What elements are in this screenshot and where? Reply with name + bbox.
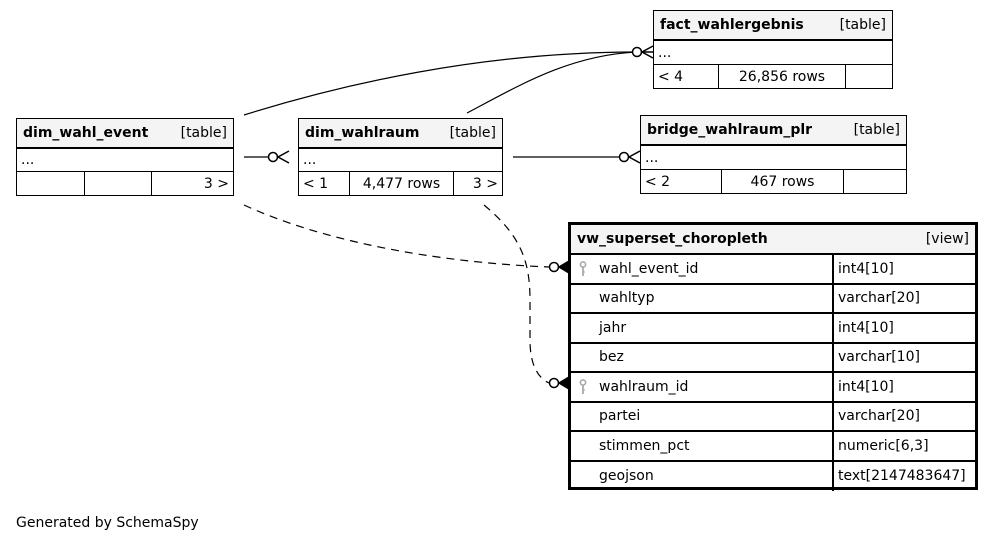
key-icon [579,260,599,277]
crowfoot-dim-wahlraum [267,150,290,164]
edge-dim-wahl-event-to-fact [243,51,638,116]
table-name: fact_wahlergebnis [660,17,804,33]
child-count: 3 > [203,175,229,192]
column-type: int4[10] [838,260,894,277]
parent-count: < 1 [299,172,350,195]
row-count [85,172,152,195]
column-name-cell: wahltyp [571,284,834,312]
parent-count: < 4 [654,65,719,88]
table-header: bridge_wahlraum_plr [table] [641,116,906,146]
table-footer: < 4 26,856 rows [654,65,892,88]
table-fact-wahlergebnis[interactable]: fact_wahlergebnis [table] ... < 4 26,856… [653,10,893,89]
column-name: wahlraum_id [599,378,689,395]
column-type: varchar[20] [838,290,920,307]
crowfoot-view-wahlraum-id [548,376,570,390]
column-type: varchar[10] [838,349,920,366]
collapsed-columns: ... [17,149,233,172]
child-count: 3 > [472,175,498,192]
view-column-row[interactable]: stimmen_pct numeric[6,3] [571,432,975,462]
column-name: bez [599,349,624,366]
view-header: vw_superset_choropleth [view] [571,225,975,255]
table-header: fact_wahlergebnis [table] [654,11,892,41]
table-name: dim_wahl_event [23,125,149,141]
key-icon [579,378,599,395]
table-name: dim_wahlraum [305,125,420,141]
column-name-cell: bez [571,343,834,371]
column-name-cell: partei [571,402,834,430]
table-dim-wahlraum[interactable]: dim_wahlraum [table] ... < 1 4,477 rows … [298,118,503,196]
table-header: dim_wahlraum [table] [299,119,502,149]
edge-dim-wahl-event-to-view [243,204,550,268]
edge-dim-wahlraum-to-fact [466,51,638,114]
row-count: 26,856 rows [719,65,846,88]
column-name: wahl_event_id [599,260,699,277]
parent-count [17,172,85,195]
view-column-row[interactable]: wahl_event_id int4[10] [571,255,975,285]
table-dim-wahl-event[interactable]: dim_wahl_event [table] ... 3 > [16,118,234,196]
table-name: bridge_wahlraum_plr [647,122,813,138]
column-name-cell: geojson [571,461,834,491]
column-name: geojson [599,468,654,485]
column-name: wahltyp [599,290,655,307]
table-bridge-wahlraum-plr[interactable]: bridge_wahlraum_plr [table] ... < 2 467 … [640,115,907,194]
column-name: partei [599,408,641,425]
column-name-cell: wahlraum_id [571,373,834,401]
view-name: vw_superset_choropleth [577,231,768,247]
crowfoot-fact [631,45,654,59]
view-column-row[interactable]: geojson text[2147483647] [571,461,975,491]
view-vw-superset-choropleth[interactable]: vw_superset_choropleth [view] wahl_event… [568,222,978,491]
column-type: numeric[6,3] [838,437,929,454]
column-type: varchar[20] [838,408,920,425]
view-column-row[interactable]: wahlraum_id int4[10] [571,373,975,403]
parent-count: < 2 [641,170,722,193]
column-name-cell: stimmen_pct [571,432,834,460]
view-kind: [view] [925,231,969,247]
child-count [844,170,906,193]
table-footer: 3 > [17,172,233,195]
generated-by-footer: Generated by SchemaSpy [16,515,199,531]
column-name: jahr [599,319,627,336]
view-columns: wahl_event_id int4[10] wahltyp varchar[20] j… [571,255,975,491]
collapsed-columns: ... [654,41,892,65]
table-kind: [table] [839,17,886,33]
table-footer: < 2 467 rows [641,170,906,193]
column-name: stimmen_pct [599,437,690,454]
view-column-row[interactable]: jahr int4[10] [571,314,975,344]
table-kind: [table] [180,125,227,141]
row-count: 467 rows [722,170,844,193]
column-type: int4[10] [838,319,894,336]
column-name-cell: jahr [571,314,834,342]
table-header: dim_wahl_event [table] [17,119,233,149]
child-count [846,65,892,88]
collapsed-columns: ... [299,149,502,172]
column-name-cell: wahl_event_id [571,255,834,283]
row-count: 4,477 rows [350,172,454,195]
view-column-row[interactable]: bez varchar[10] [571,343,975,373]
column-type: int4[10] [838,378,894,395]
crowfoot-bridge [618,150,641,164]
collapsed-columns: ... [641,146,906,170]
column-type: text[2147483647] [838,468,966,485]
table-footer: < 1 4,477 rows 3 > [299,172,502,195]
view-column-row[interactable]: wahltyp varchar[20] [571,284,975,314]
view-column-row[interactable]: partei varchar[20] [571,402,975,432]
edge-dim-wahlraum-to-view [483,204,550,384]
crowfoot-view-wahl-event-id [548,260,570,274]
table-kind: [table] [449,125,496,141]
table-kind: [table] [853,122,900,138]
